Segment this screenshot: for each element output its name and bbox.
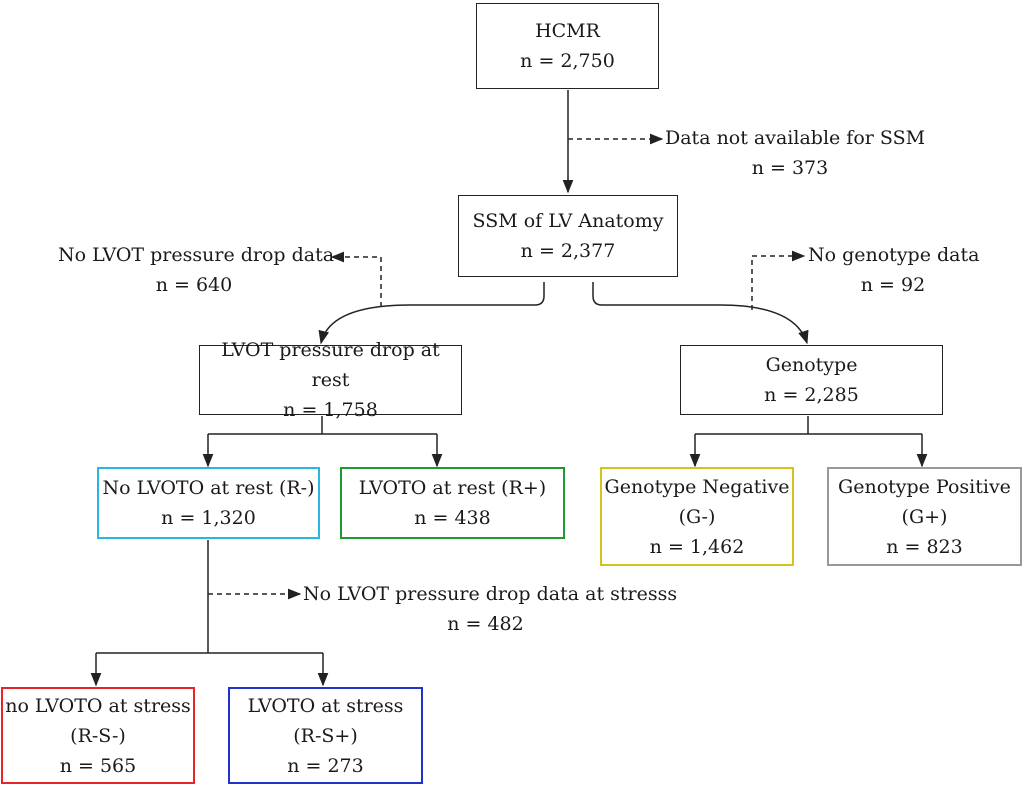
dashed-arrow-no-genotype — [751, 250, 806, 310]
exclusion-no-ssm: Data not available for SSM n = 373 — [665, 123, 926, 183]
node-rs-plus-count: n = 273 — [287, 754, 364, 777]
exclusion-no-lvot-count: n = 640 — [155, 274, 233, 296]
node-rs-plus: LVOTO at stress (R-S+) n = 273 — [228, 687, 423, 784]
exclusion-no-genotype-title: No genotype data — [808, 244, 980, 266]
node-ssm-count: n = 2,377 — [520, 240, 616, 262]
node-g-minus-count: n = 1,462 — [649, 535, 745, 558]
node-rs-minus: no LVOTO at stress (R-S-) n = 565 — [1, 687, 195, 784]
node-g-minus-code: (G-) — [678, 505, 716, 528]
node-r-plus-title: LVOTO at rest (R+) — [358, 477, 547, 499]
node-g-minus-title: Genotype Negative — [604, 475, 790, 498]
arrow-ssm-to-lvot-rest — [318, 282, 545, 345]
node-g-minus: Genotype Negative (G-) n = 1,462 — [600, 467, 794, 566]
node-ssm: SSM of LV Anatomy n = 2,377 — [458, 195, 678, 277]
node-g-plus-title: Genotype Positive — [838, 475, 1011, 498]
exclusion-no-stress: No LVOT pressure drop data at stresss n … — [303, 579, 678, 639]
exclusion-no-genotype-count: n = 92 — [860, 274, 926, 296]
exclusion-no-stress-count: n = 482 — [447, 613, 524, 635]
node-r-plus: LVOTO at rest (R+) n = 438 — [340, 467, 565, 539]
node-r-plus-count: n = 438 — [414, 507, 491, 529]
node-hcmr-count: n = 2,750 — [520, 50, 615, 72]
node-r-minus: No LVOTO at rest (R-) n = 1,320 — [97, 467, 320, 539]
node-lvot-rest-title: LVOT pressure drop at rest — [221, 339, 440, 391]
node-hcmr: HCMR n = 2,750 — [476, 3, 659, 89]
exclusion-no-ssm-count: n = 373 — [751, 157, 829, 179]
node-rs-plus-code: (R-S+) — [293, 724, 358, 747]
node-genotype: Genotype n = 2,285 — [680, 345, 943, 415]
node-rs-minus-count: n = 565 — [59, 754, 137, 777]
exclusion-no-ssm-title: Data not available for SSM — [665, 127, 926, 149]
node-rs-minus-title: no LVOTO at stress — [5, 694, 191, 717]
exclusion-no-stress-title: No LVOT pressure drop data at stresss — [303, 583, 678, 605]
arrow-ssm-to-genotype — [592, 282, 809, 345]
node-g-plus: Genotype Positive (G+) n = 823 — [827, 467, 1022, 566]
node-lvot-rest-count: n = 1,758 — [283, 399, 378, 421]
node-genotype-title: Genotype — [765, 354, 858, 376]
exclusion-no-lvot-title: No LVOT pressure drop data — [58, 244, 335, 266]
node-rs-minus-code: (R-S-) — [70, 724, 126, 747]
node-lvot-rest: LVOT pressure drop at rest n = 1,758 — [199, 339, 462, 421]
node-g-plus-code: (G+) — [901, 505, 948, 528]
node-g-plus-count: n = 823 — [886, 535, 963, 558]
node-r-minus-title: No LVOTO at rest (R-) — [102, 477, 315, 499]
exclusion-no-genotype: No genotype data n = 92 — [808, 240, 980, 300]
node-rs-plus-title: LVOTO at stress — [247, 694, 404, 717]
node-hcmr-title: HCMR — [535, 20, 600, 42]
exclusion-no-lvot: No LVOT pressure drop data n = 640 — [58, 240, 335, 300]
dashed-arrow-no-lvot — [330, 251, 382, 307]
node-ssm-title: SSM of LV Anatomy — [472, 210, 664, 232]
node-r-minus-count: n = 1,320 — [161, 507, 256, 529]
node-genotype-count: n = 2,285 — [764, 384, 859, 406]
